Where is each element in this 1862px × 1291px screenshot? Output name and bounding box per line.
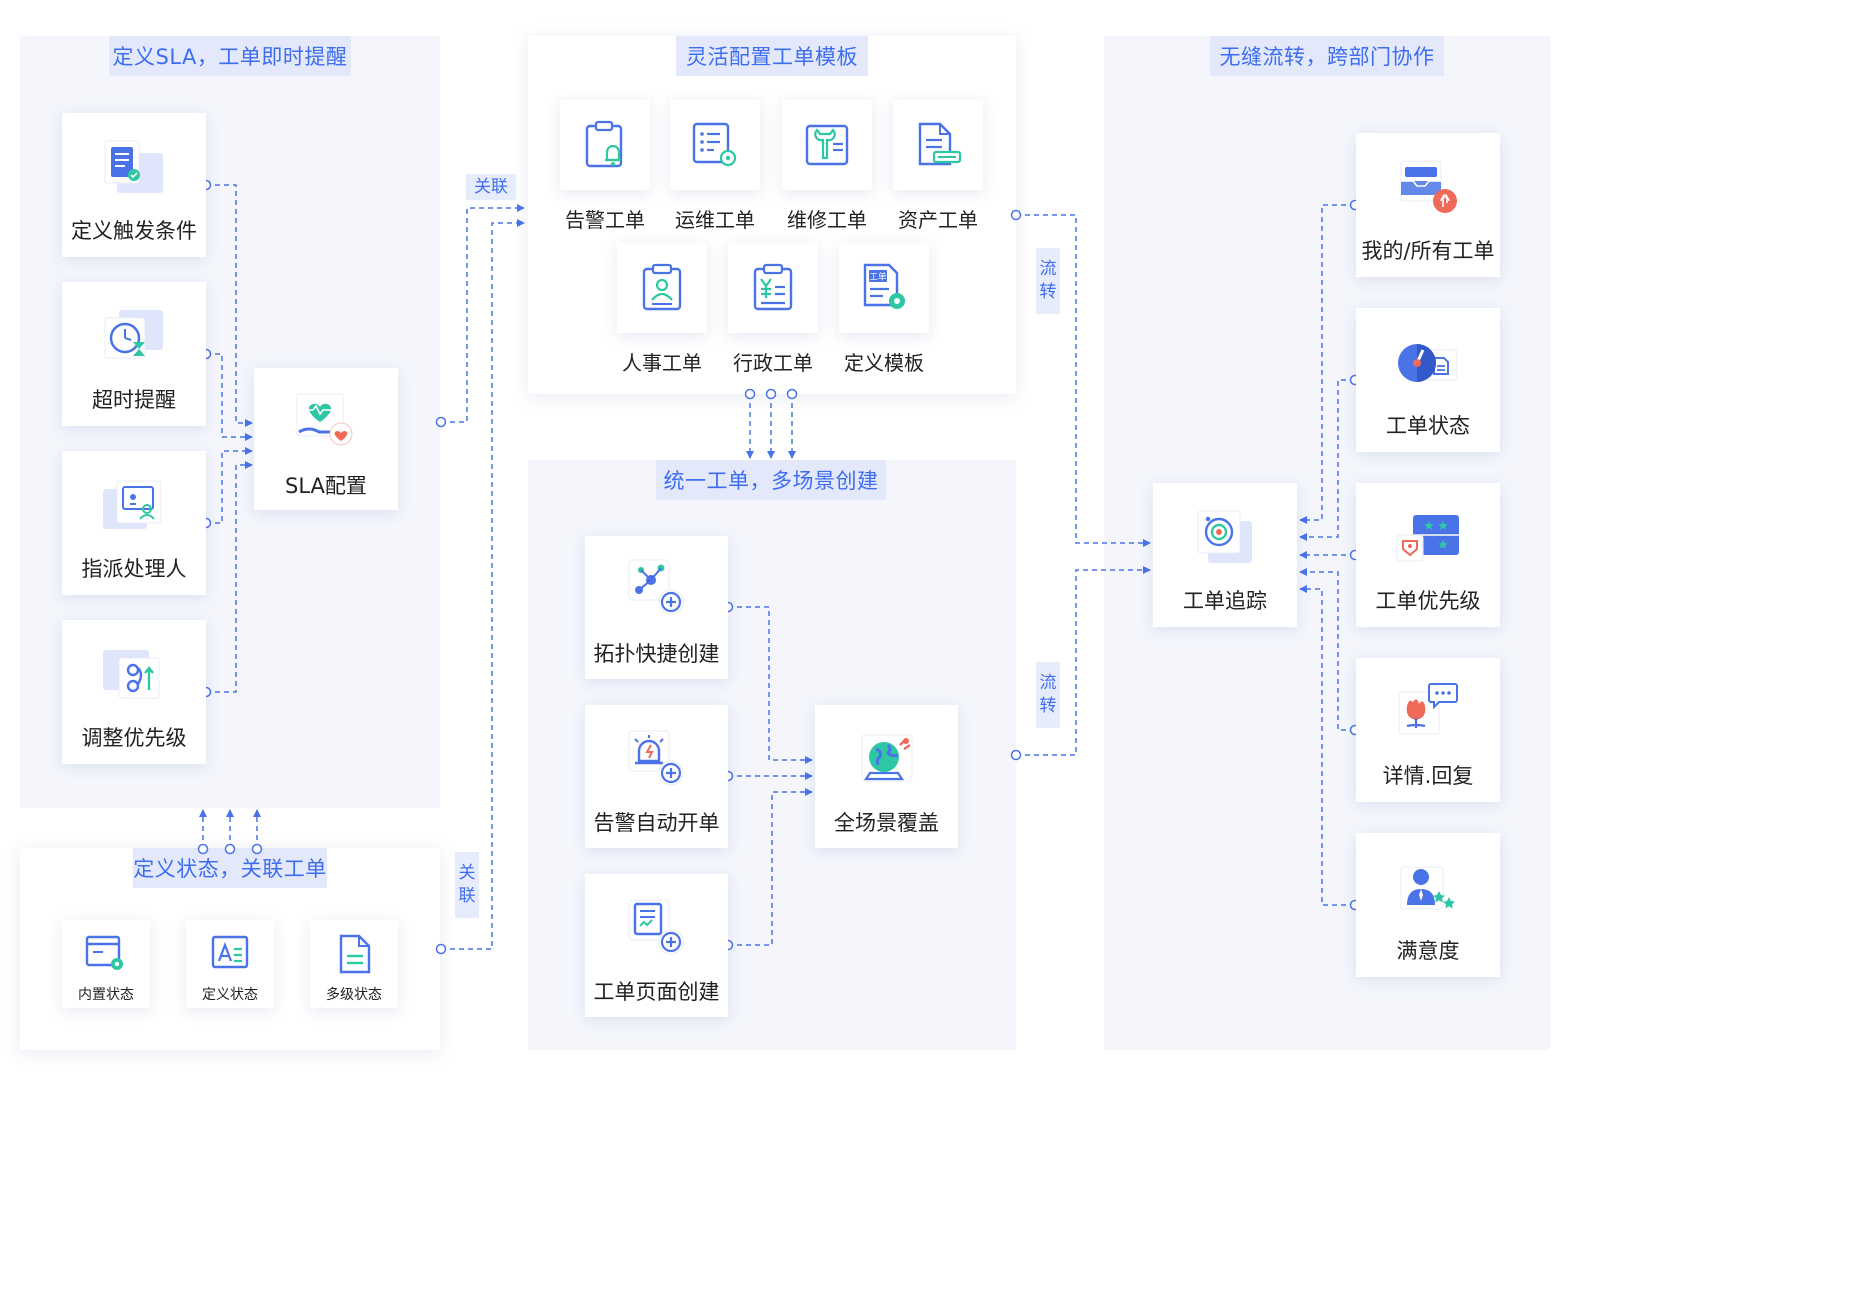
priority-stars-icon: [1396, 515, 1459, 562]
template-card-asset[interactable]: [893, 100, 983, 190]
template-item-label: 运维工单: [675, 208, 755, 232]
tracking-card[interactable]: 工单追踪: [1153, 483, 1297, 627]
collab-item-label: 详情.回复: [1382, 764, 1474, 788]
list-gear-icon: [692, 122, 737, 167]
status-card-custom[interactable]: 定义状态: [186, 920, 274, 1008]
template-card-repair[interactable]: [782, 100, 872, 190]
page-add-icon: [628, 899, 683, 955]
template-item-label: 人事工单: [622, 351, 702, 375]
sla-item-label: 调整优先级: [81, 726, 187, 750]
create-card-alarm[interactable]: 告警自动开单: [585, 705, 728, 848]
status-item-label: 多级状态: [326, 987, 382, 1003]
collab-card-status[interactable]: 工单状态: [1356, 308, 1500, 452]
template-panel: [528, 36, 1016, 394]
create-item-label: 告警自动开单: [593, 811, 720, 835]
sla-item-label: 指派处理人: [81, 557, 187, 581]
template-card-custom[interactable]: 工单: [839, 243, 929, 333]
collab-card-mine[interactable]: 我的/所有工单: [1356, 133, 1500, 277]
template-item-label: 资产工单: [898, 208, 978, 232]
clock-hourglass-icon: [104, 310, 163, 359]
collab-card-priority[interactable]: 工单优先级: [1356, 483, 1500, 627]
sla-item-label: 定义触发条件: [71, 219, 197, 243]
template-item-label: 行政工单: [733, 351, 813, 375]
create-item-label: 工单页面创建: [593, 980, 720, 1004]
globe-icon: [861, 734, 912, 782]
user-stars-icon: [1400, 866, 1455, 910]
flow-tag-bottom: 流 转: [1036, 662, 1060, 728]
clipboard-bell-icon: [585, 120, 623, 168]
file-asset-icon: [918, 122, 962, 166]
sla-config-card[interactable]: SLA配置: [254, 368, 398, 510]
create-card-page[interactable]: 工单页面创建: [585, 874, 728, 1017]
collab-section-title: 无缝流转，跨部门协作: [1210, 36, 1444, 76]
collab-card-detail[interactable]: 详情.回复: [1356, 658, 1500, 802]
tracking-label: 工单追踪: [1183, 589, 1267, 613]
sla-card-assign[interactable]: 指派处理人: [62, 451, 206, 595]
topology-add-icon: [628, 559, 683, 615]
text-edit-icon: [211, 935, 249, 969]
sla-card-timeout[interactable]: 超时提醒: [62, 282, 206, 426]
sla-section-title: 定义SLA，工单即时提醒: [109, 36, 351, 76]
status-gauge-icon: [1398, 344, 1458, 382]
full-coverage-label: 全场景覆盖: [834, 811, 939, 835]
clipboard-yen-icon: [753, 263, 793, 311]
template-section-title: 灵活配置工单模板: [676, 36, 868, 76]
assign-person-icon: [103, 480, 162, 529]
collab-item-label: 工单优先级: [1375, 589, 1481, 613]
status-card-builtin[interactable]: 内置状态: [62, 920, 150, 1008]
create-card-topology[interactable]: 拓扑快捷创建: [585, 536, 728, 679]
custom-template-icon: 工单: [863, 263, 905, 309]
custom-template-badge: 工单: [869, 272, 887, 283]
link-tag-bottom: 关 联: [455, 852, 479, 918]
status-card-multilevel[interactable]: 多级状态: [310, 920, 398, 1008]
sla-item-label: 超时提醒: [92, 388, 176, 412]
flower-chat-icon: [1398, 683, 1458, 735]
inbox-touch-icon: [1400, 160, 1457, 213]
template-card-ops[interactable]: [670, 100, 760, 190]
create-item-label: 拓扑快捷创建: [593, 642, 720, 666]
file-lines-icon: [339, 934, 371, 974]
window-gear-icon: [85, 935, 123, 970]
template-card-admin[interactable]: [728, 243, 818, 333]
template-item-label: 告警工单: [565, 208, 645, 232]
priority-adjust-icon: [103, 650, 160, 699]
target-track-icon: [1197, 510, 1252, 563]
sla-card-priority[interactable]: 调整优先级: [62, 620, 206, 764]
sla-config-label: SLA配置: [285, 474, 367, 498]
heart-hand-icon: [296, 393, 353, 446]
template-card-hr[interactable]: [617, 243, 707, 333]
alarm-add-icon: [628, 730, 683, 786]
template-card-alarm[interactable]: [560, 100, 650, 190]
collab-item-label: 工单状态: [1386, 414, 1470, 438]
status-item-label: 定义状态: [202, 987, 258, 1003]
collab-item-label: 满意度: [1396, 939, 1460, 963]
collab-item-label: 我的/所有工单: [1361, 239, 1495, 263]
sla-card-trigger[interactable]: 定义触发条件: [62, 113, 206, 257]
link-tag-top: 关联: [466, 174, 516, 200]
template-item-label: 维修工单: [787, 208, 867, 232]
wrench-board-icon: [805, 124, 849, 166]
create-section-title: 统一工单，多场景创建: [656, 460, 886, 500]
clipboard-person-icon: [642, 263, 682, 311]
flow-tag-top: 流 转: [1036, 248, 1060, 314]
status-item-label: 内置状态: [78, 987, 134, 1003]
document-check-icon: [104, 140, 163, 193]
template-item-label: 定义模板: [844, 351, 924, 375]
status-section-title: 定义状态，关联工单: [133, 848, 327, 888]
full-coverage-card[interactable]: 全场景覆盖: [815, 705, 958, 848]
collab-card-satisfaction[interactable]: 满意度: [1356, 833, 1500, 977]
